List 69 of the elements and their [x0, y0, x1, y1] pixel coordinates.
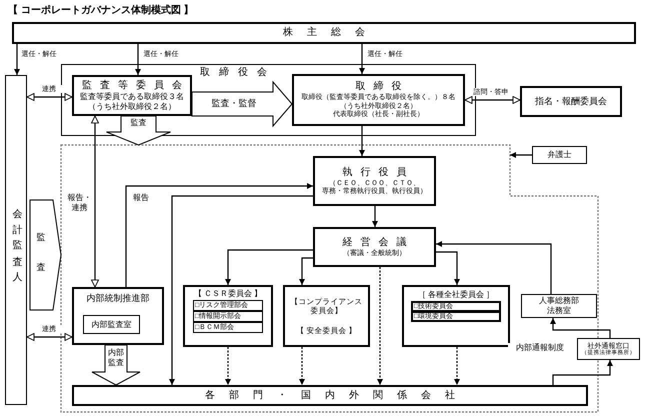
diagram-title: 【 コーポレートガバナンス体制模式図 】: [8, 4, 194, 17]
arrow: [299, 257, 313, 285]
committee-box: [183, 285, 273, 347]
edge-label: 監査: [130, 118, 148, 128]
committee-box: [402, 285, 510, 347]
arrow: [125, 183, 313, 287]
edge-label: 報告: [130, 193, 152, 203]
node-title: 会計監査人: [10, 200, 22, 280]
lawyer-box: [532, 146, 587, 164]
node-title: 取締役: [356, 81, 410, 93]
block-arrow: [92, 344, 140, 386]
arrow: [14, 44, 20, 75]
node-title: 取締役会: [200, 67, 276, 79]
double-arrow: [26, 93, 72, 101]
node-title: ［ 各種全社委員会 ］: [418, 290, 494, 300]
legal-office-box: [521, 294, 597, 318]
dashed-arrow: [299, 347, 305, 385]
arrow: [510, 152, 532, 158]
committee-box: [72, 75, 192, 116]
arrow: [169, 195, 313, 385]
node-title: 執行役員: [342, 166, 414, 179]
block-arrow: [106, 116, 171, 146]
node-title: 各部門・国内外関係会社: [205, 390, 469, 402]
band-box: [12, 22, 636, 44]
band-box: [72, 385, 588, 406]
double-arrow: [464, 96, 520, 104]
subcommittee-box: [193, 322, 263, 333]
hotline-box: [577, 338, 640, 360]
committee-box: [283, 285, 370, 347]
node-title: 株主総会: [283, 27, 379, 39]
subcommittee-box: [411, 311, 501, 322]
office-box: [83, 315, 140, 334]
edge-label: 監査: [35, 224, 48, 287]
committee-box: [520, 86, 622, 117]
node-title: 人事総務部法務室: [539, 296, 579, 316]
edge-label: 内部監査: [107, 348, 125, 368]
dashed-arrow: [377, 267, 383, 385]
node-title: 監査等委員会: [82, 80, 190, 92]
subcommittee-box: [193, 311, 263, 322]
edge-label: 監査・監督: [210, 98, 258, 109]
officer-box: [313, 156, 436, 206]
dashed-arrow: [454, 347, 460, 385]
arrow: [436, 251, 460, 285]
subcommittee-box: [411, 301, 501, 312]
department-box: [72, 287, 164, 345]
subcommittee-box: [193, 300, 263, 311]
double-arrow: [26, 333, 72, 341]
node-title: 経営会議: [342, 236, 414, 249]
arrow: [359, 44, 365, 74]
dashed-arrow: [225, 347, 231, 385]
block-arrow: [192, 80, 293, 128]
arrow: [550, 318, 611, 338]
arrow: [225, 249, 313, 285]
block-arrow: [30, 200, 62, 310]
double-arrow: [91, 116, 99, 288]
arrow: [359, 126, 365, 156]
node-text: 監査等委員である取締役３名（うち社外取締役２名）: [80, 92, 184, 112]
arrow: [135, 44, 141, 75]
arrow: [372, 206, 378, 227]
node-title: 内部統制推進部: [86, 293, 150, 304]
node-title: 内部監査室: [92, 320, 132, 330]
board-box: [292, 74, 465, 126]
auditor-box: [5, 75, 27, 405]
node-title: 弁護士: [548, 150, 572, 160]
arrow: [552, 360, 613, 385]
arrow: [436, 241, 552, 294]
node-title: 指名・報酬委員会: [535, 96, 607, 107]
node-title: 【 ＣＳＲ委員会 】: [194, 289, 262, 299]
meeting-box: [313, 227, 436, 267]
